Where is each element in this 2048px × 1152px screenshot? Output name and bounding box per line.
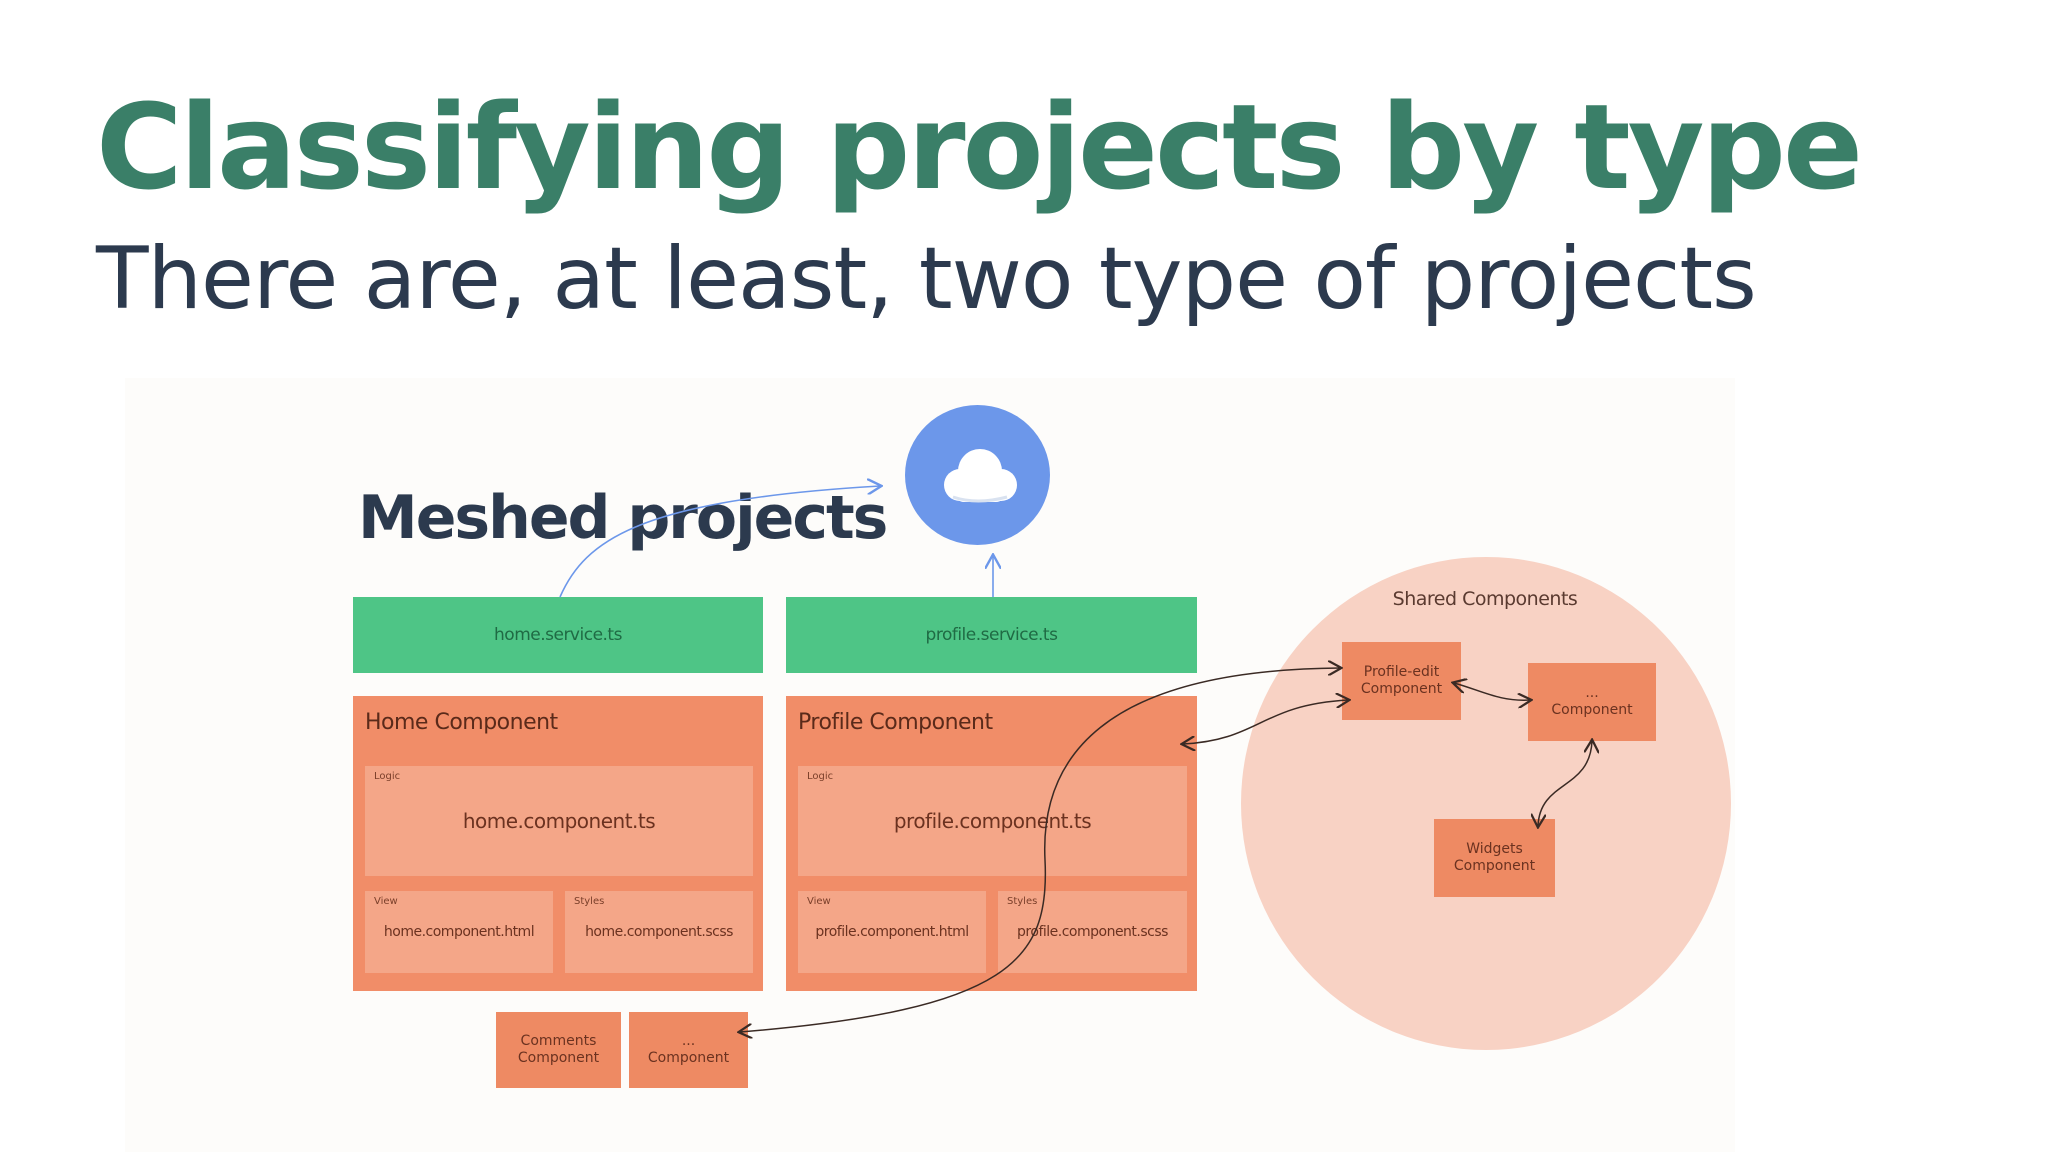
profile-service-label: profile.service.ts <box>925 625 1058 645</box>
profile-component-title: Profile Component <box>798 710 993 735</box>
slide-title: Classifying projects by type <box>96 78 1863 216</box>
home-styles-tag: Styles <box>574 896 605 907</box>
comments-component-line2: Component <box>517 1050 600 1066</box>
profile-component-box: Profile Component Logic profile.componen… <box>786 696 1197 991</box>
home-logic-block: Logic home.component.ts <box>365 766 753 876</box>
profile-view-file: profile.component.html <box>815 924 969 940</box>
home-component-box: Home Component Logic home.component.ts V… <box>353 696 763 991</box>
home-styles-file: home.component.scss <box>585 924 733 940</box>
cloud-icon <box>944 449 1017 503</box>
comments-component-line1: Comments <box>520 1033 597 1050</box>
cloud-circle <box>905 405 1050 545</box>
home-logic-file: home.component.ts <box>462 809 656 833</box>
bottom-other-line2: Component <box>647 1050 730 1066</box>
home-view-block: View home.component.html <box>365 891 553 973</box>
profile-logic-block: Logic profile.component.ts <box>798 766 1187 876</box>
comments-component-box: Comments Component <box>496 1012 621 1088</box>
shared-other-component-box: ... Component <box>1528 663 1656 741</box>
profile-logic-file: profile.component.ts <box>893 809 1092 833</box>
home-view-tag: View <box>374 896 398 907</box>
home-logic-tag: Logic <box>374 771 401 782</box>
slide-subtitle: There are, at least, two type of project… <box>96 229 1757 329</box>
home-service-label: home.service.ts <box>494 625 622 645</box>
profile-edit-line2: Component <box>1360 681 1443 697</box>
widgets-line1: Widgets <box>1466 841 1523 858</box>
shared-components-circle <box>1241 557 1731 1050</box>
shared-other-line2: Component <box>1551 702 1633 718</box>
home-component-title: Home Component <box>365 710 558 735</box>
widgets-component-box: Widgets Component <box>1434 819 1555 897</box>
home-view-file: home.component.html <box>383 924 535 940</box>
home-styles-block: Styles home.component.scss <box>565 891 753 973</box>
shared-other-line1: ... <box>1585 685 1599 702</box>
profile-edit-component-box: Profile-edit Component <box>1342 642 1461 720</box>
profile-styles-file: profile.component.scss <box>1017 924 1168 940</box>
profile-edit-line1: Profile-edit <box>1363 664 1440 681</box>
bottom-other-component-box: ... Component <box>629 1012 748 1088</box>
widgets-line2: Component <box>1453 858 1536 874</box>
profile-service-box: profile.service.ts <box>786 597 1197 673</box>
profile-styles-block: Styles profile.component.scss <box>998 891 1187 973</box>
home-service-box: home.service.ts <box>353 597 763 673</box>
shared-components-title: Shared Components <box>1392 588 1578 610</box>
meshed-projects-heading: Meshed projects <box>358 483 888 553</box>
profile-view-block: View profile.component.html <box>798 891 986 973</box>
bottom-other-line1: ... <box>681 1033 696 1050</box>
